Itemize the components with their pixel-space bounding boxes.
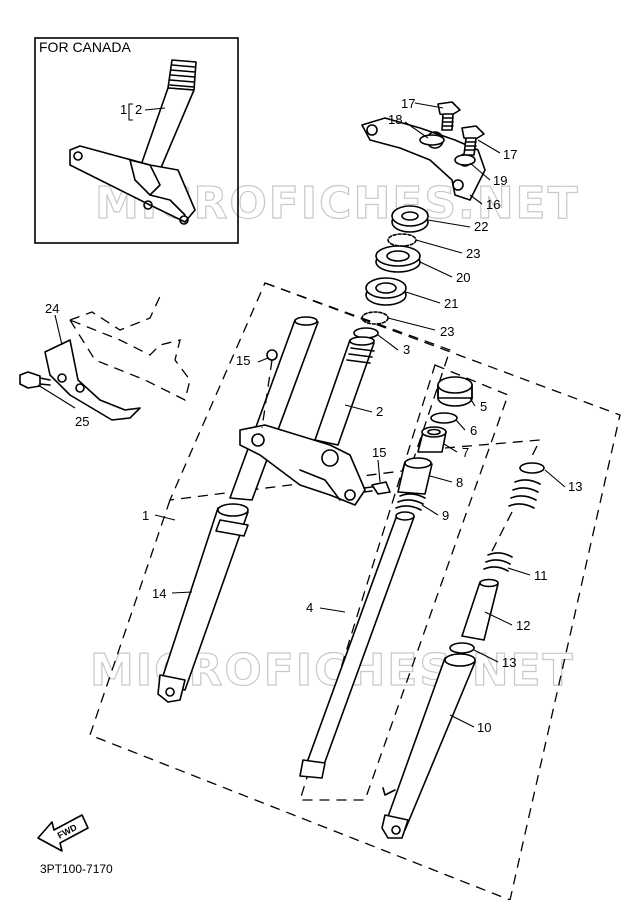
- bolt-17-left: [437, 101, 461, 131]
- cap-5: [437, 376, 473, 407]
- label-4: 4: [306, 600, 313, 615]
- inner-group-frame: [299, 364, 509, 801]
- bearing-20: [375, 245, 421, 273]
- label-13-upper: 13: [568, 479, 582, 494]
- ball-race-23-lower: [361, 311, 389, 325]
- label-12: 12: [516, 618, 530, 633]
- label-6: 6: [470, 423, 477, 438]
- label-17-left: 17: [401, 96, 415, 111]
- bolt-17-right: [461, 125, 485, 156]
- steering-stem-2: [239, 336, 375, 506]
- inset-label-2: 2: [135, 102, 142, 117]
- label-17-right: 17: [503, 147, 517, 162]
- fwd-arrow-icon: FWD: [37, 814, 89, 852]
- label-7: 7: [462, 445, 469, 460]
- inset-bracket: [128, 103, 133, 121]
- outer-group-right-edge: [264, 282, 621, 900]
- label-10: 10: [477, 720, 491, 735]
- fork-leg-14: [157, 316, 319, 703]
- label-21: 21: [444, 296, 458, 311]
- inset-title: FOR CANADA: [39, 39, 131, 55]
- inner-tube-4: [299, 511, 415, 779]
- headlight-stay: [19, 291, 191, 421]
- spacer-12: [461, 578, 499, 641]
- washer-19: [454, 154, 476, 166]
- washer-18: [419, 134, 445, 146]
- label-8: 8: [456, 475, 463, 490]
- label-5: 5: [480, 399, 487, 414]
- label-20: 20: [456, 270, 470, 285]
- bearing-21: [365, 277, 407, 306]
- inset-frame: [34, 37, 239, 244]
- ring-13-lower: [449, 642, 475, 654]
- label-11: 11: [534, 568, 548, 583]
- bolt-15-lower: [363, 481, 391, 495]
- label-1: 1: [142, 508, 149, 523]
- label-23-upper: 23: [466, 246, 480, 261]
- spring-9: [395, 493, 426, 511]
- label-19: 19: [493, 173, 507, 188]
- label-23-lower: 23: [440, 324, 454, 339]
- ball-race-23-upper: [387, 233, 417, 247]
- label-24: 24: [45, 301, 59, 316]
- ring-13-upper: [519, 462, 545, 474]
- label-22: 22: [474, 219, 488, 234]
- bolt-25: [19, 371, 41, 389]
- diagram-code: 3PT100-7170: [40, 862, 113, 876]
- spacer-8: [397, 457, 433, 495]
- leader-lines: [37, 102, 566, 728]
- label-18: 18: [388, 112, 402, 127]
- label-25: 25: [75, 414, 89, 429]
- label-16: 16: [486, 197, 500, 212]
- seal-7: [417, 426, 447, 453]
- ring-nut-22: [391, 205, 429, 233]
- label-13-lower: 13: [502, 655, 516, 670]
- label-2: 2: [376, 404, 383, 419]
- label-15-upper: 15: [236, 353, 250, 368]
- inset-steering-stem: [69, 59, 197, 225]
- spring-11: [483, 479, 541, 572]
- inset-label-1: 1: [120, 102, 127, 117]
- bolt-15-upper: [261, 349, 278, 429]
- label-15-lower: 15: [372, 445, 386, 460]
- outer-tube-10: [381, 653, 476, 839]
- inset-for-canada: FOR CANADA 1 2: [34, 37, 239, 244]
- label-14: 14: [152, 586, 166, 601]
- label-9: 9: [442, 508, 449, 523]
- clip-6: [430, 412, 458, 424]
- label-3: 3: [403, 342, 410, 357]
- outer-group-left-edge: [89, 499, 511, 900]
